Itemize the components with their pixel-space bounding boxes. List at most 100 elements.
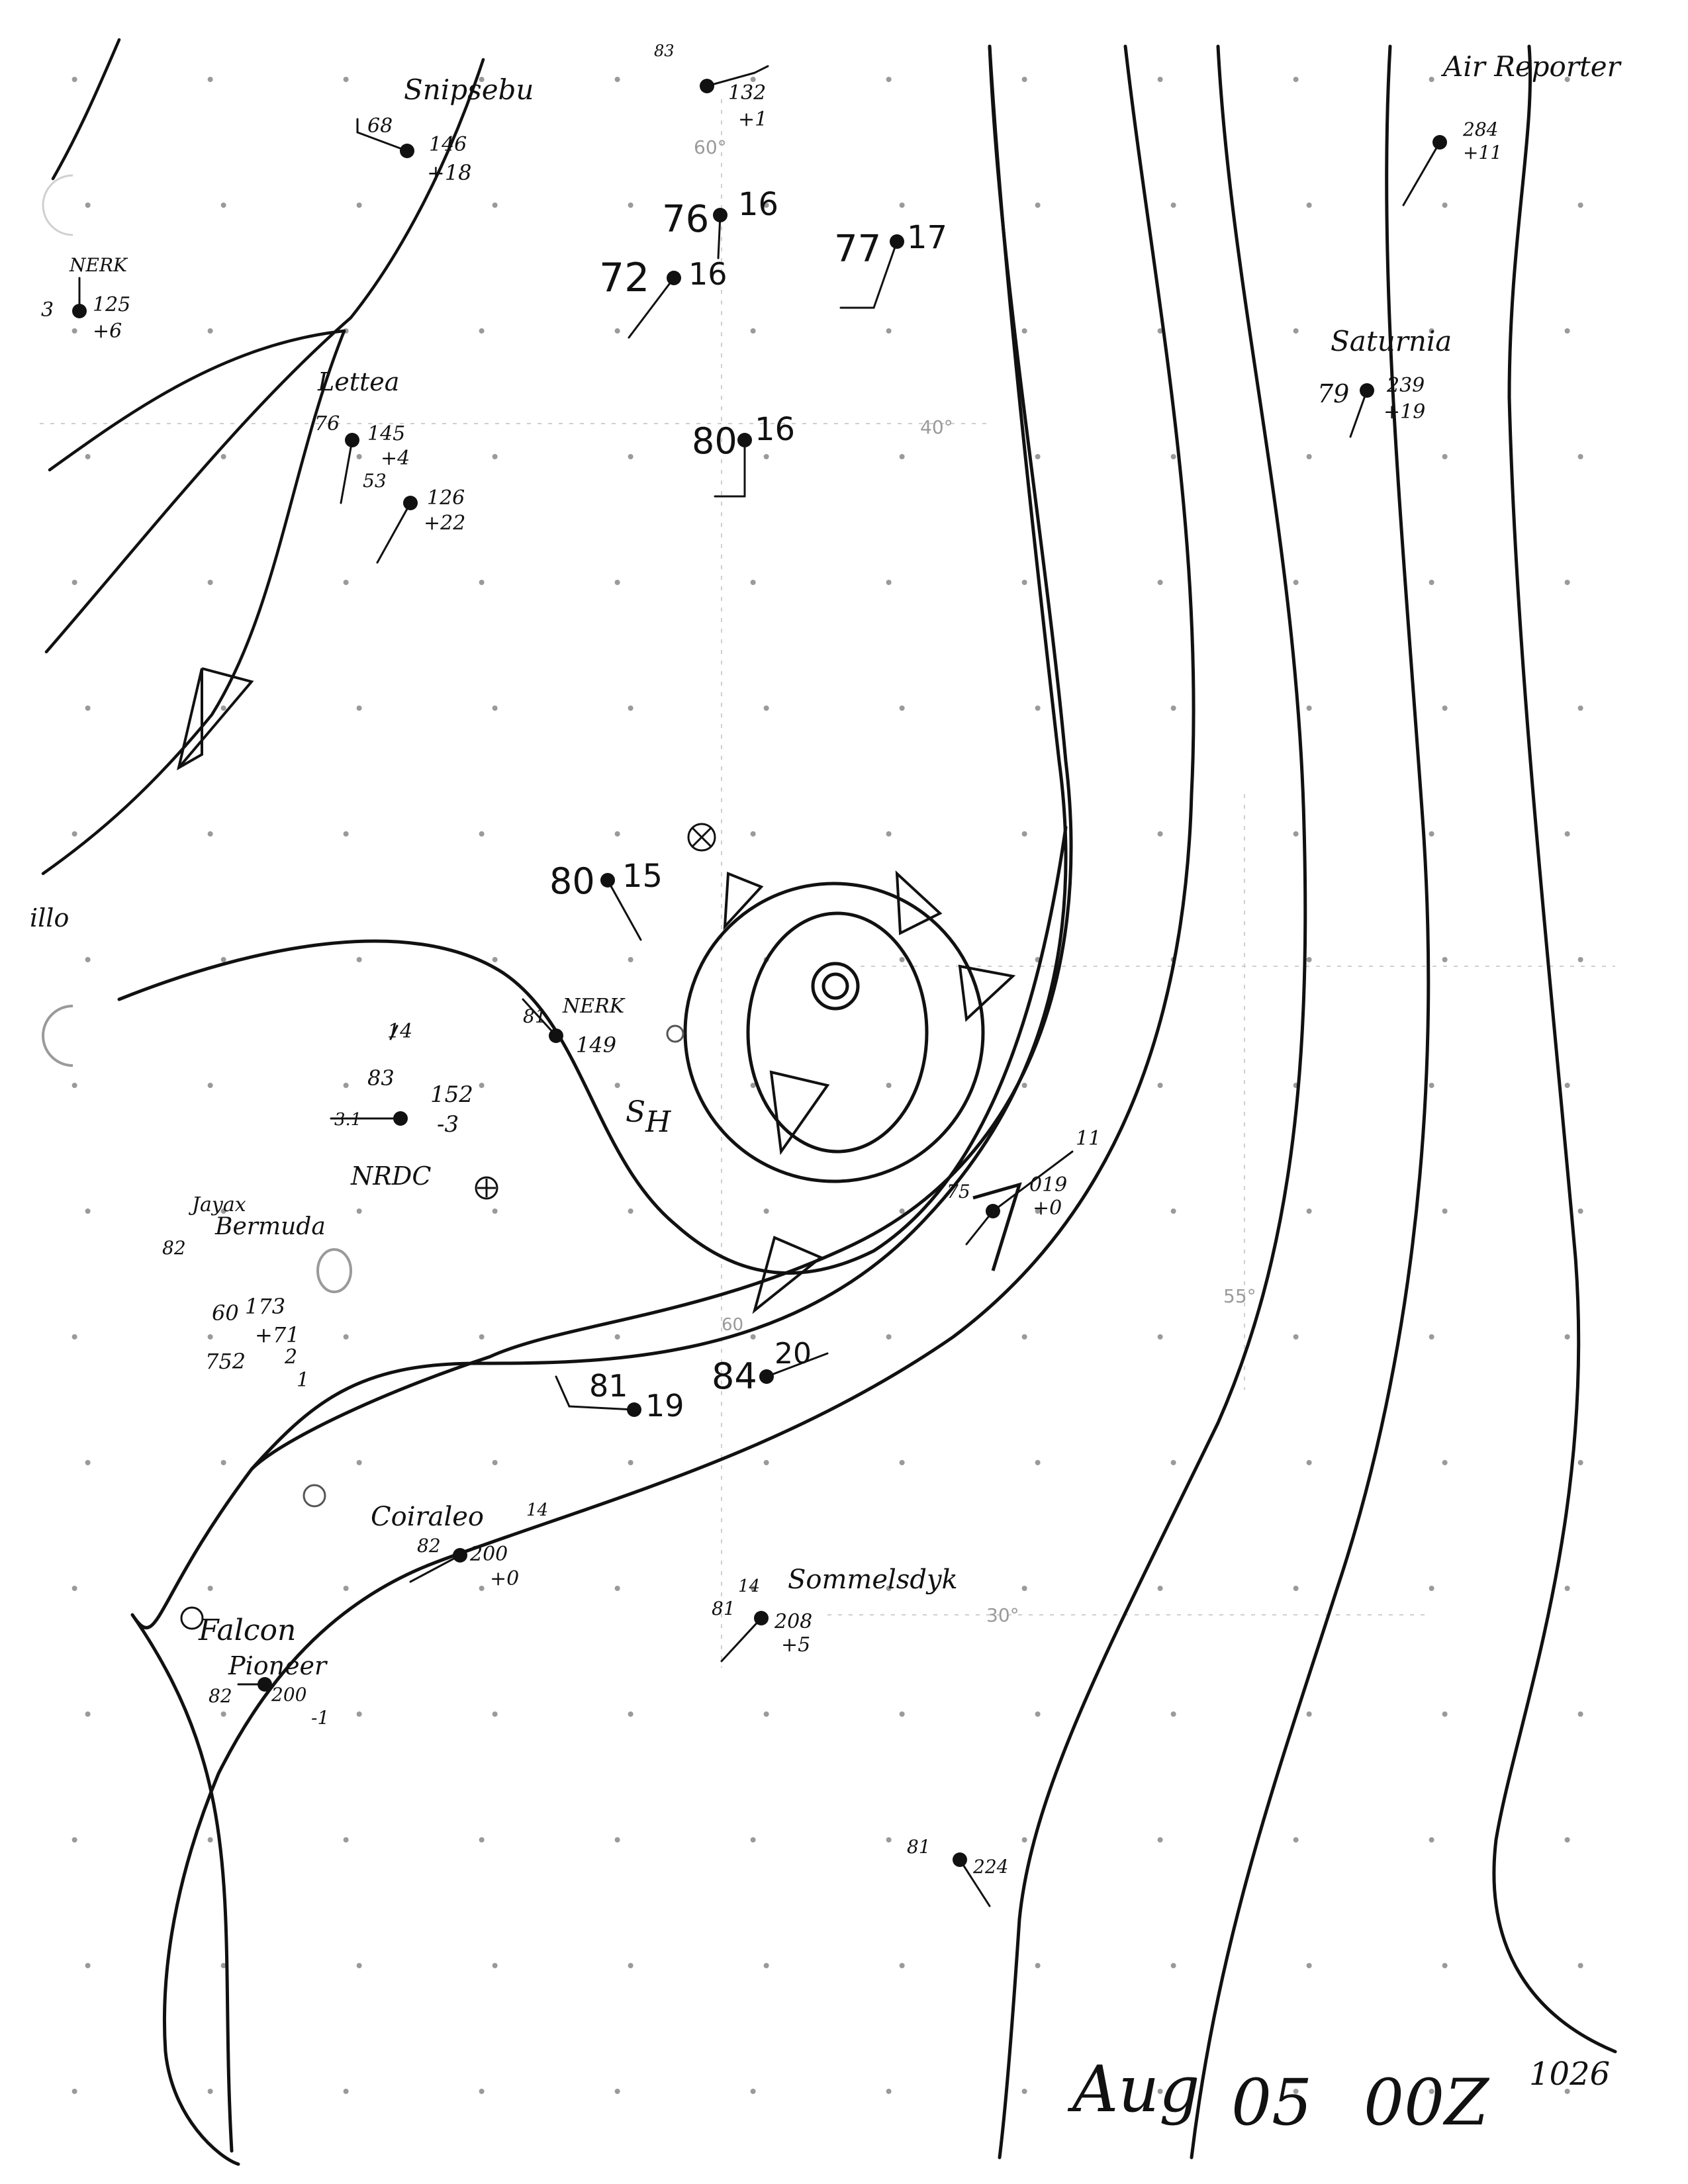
grid-dot	[71, 2089, 77, 2094]
wind-barb	[717, 214, 722, 259]
grid-dot	[1429, 1586, 1434, 1591]
obs-77-dew: 17	[907, 219, 947, 256]
grid-dot	[750, 831, 756, 837]
grid-dot	[1021, 328, 1027, 334]
binder-hole-middle	[42, 1005, 73, 1067]
isobar-circle-inner	[811, 962, 860, 1011]
grid-dot	[614, 1837, 620, 1843]
station-bermuda-dew: 60	[212, 1300, 239, 1326]
grid-dot	[479, 831, 485, 837]
obs-75-pressure: 019	[1029, 1173, 1067, 1197]
grid-dot	[1442, 957, 1448, 962]
station-lettea-name: Lettea	[317, 367, 399, 396]
grid-dot	[1021, 831, 1027, 837]
wind-barb	[992, 1150, 1074, 1212]
grid-dot	[1035, 1963, 1041, 1968]
grid-dot	[886, 328, 892, 334]
wind-barb	[389, 1024, 399, 1040]
grid-dot	[343, 1334, 349, 1340]
x-marker-line	[691, 827, 712, 848]
grid-dot	[207, 328, 213, 334]
grid-dot	[763, 705, 769, 711]
wind-barb	[356, 131, 408, 152]
grid-dot	[1293, 328, 1299, 334]
station-bermuda-upper: Jayax	[188, 1193, 246, 1216]
pennant-circle-right	[958, 964, 1016, 1023]
grid-dot	[1170, 1460, 1176, 1465]
grid-dot	[71, 1586, 77, 1591]
grid-dot	[1170, 1963, 1176, 1968]
station-nrdc-pressure: 152	[430, 1081, 473, 1108]
grid-dot	[1293, 831, 1299, 837]
station-bermuda-temp: 82	[162, 1237, 186, 1259]
grid-dot	[1429, 580, 1434, 585]
grid-lines	[40, 99, 1615, 1668]
station-top-temp: 83	[654, 42, 675, 60]
grid-dot	[1021, 1083, 1027, 1088]
station-saturnia-tendency: +19	[1383, 400, 1425, 424]
wind-barb	[1402, 141, 1441, 206]
grid-dot	[1035, 705, 1041, 711]
grid-dot	[1293, 77, 1299, 82]
map-date-day: 05	[1231, 2066, 1312, 2140]
station-air-reporter-tendency: +11	[1463, 142, 1502, 163]
obs-76-temp: 76	[662, 198, 709, 241]
grid-dot	[220, 1460, 226, 1465]
grid-dot	[1157, 1837, 1163, 1843]
grid-dot	[1157, 77, 1163, 82]
grid-dot	[1293, 2089, 1299, 2094]
grid-dot	[886, 580, 892, 585]
grid-dot	[1170, 1208, 1176, 1214]
isobar-outer-1	[130, 44, 1068, 2153]
wind-barb	[606, 879, 642, 941]
grid-dot	[750, 2089, 756, 2094]
grid-dot	[1306, 1711, 1312, 1717]
grid-dot	[492, 705, 498, 711]
grid-dot	[207, 1334, 213, 1340]
map-date-month: Aug	[1067, 2052, 1200, 2126]
grid-dot	[85, 203, 91, 208]
grid-dot	[750, 1837, 756, 1843]
left-edge-text: illo	[30, 903, 69, 933]
station-sommelsdyk-speed: 14	[738, 1576, 760, 1596]
wind-barb	[959, 1858, 991, 1907]
grid-dot	[750, 580, 756, 585]
grid-dot	[614, 580, 620, 585]
grid-dot	[479, 328, 485, 334]
wind-barb	[706, 71, 756, 87]
map-date-time: 00Z	[1364, 2066, 1490, 2140]
station-sommelsdyk-temp: 81	[712, 1598, 735, 1619]
grid-label-55: 55°	[1223, 1285, 1256, 1307]
front-pennant-1	[177, 668, 203, 771]
station-saturnia-temp: 79	[1317, 379, 1349, 408]
grid-dot	[356, 705, 362, 711]
center-markers	[180, 823, 716, 1630]
grid-dot	[763, 203, 769, 208]
grid-dot	[479, 580, 485, 585]
isobar-2	[162, 44, 1196, 2166]
grid-dot	[1021, 1334, 1027, 1340]
grid-dot	[1170, 705, 1176, 711]
station-bermuda-tendency: +71	[255, 1322, 300, 1347]
grid-dot	[899, 1460, 905, 1465]
grid-dot	[492, 957, 498, 962]
grid-dot	[492, 1208, 498, 1214]
grid-dot	[1157, 831, 1163, 837]
station-coiraleo-pressure: 200	[469, 1543, 508, 1566]
grid-dot	[1035, 454, 1041, 459]
grid-dot	[1442, 705, 1448, 711]
labels: Snipsebu 68 146 +18 83 132 +1 NERK 3 125…	[30, 42, 1622, 2140]
wind-barb	[753, 65, 769, 74]
station-nerk-top-pressure: 125	[93, 293, 130, 316]
grid-dot	[886, 1334, 892, 1340]
wind-barb	[522, 998, 557, 1037]
station-bermuda-lower1: 752	[205, 1349, 246, 1374]
station-lettea-pressure2: 126	[427, 486, 465, 510]
station-coiraleo-temp: 82	[417, 1535, 441, 1557]
obs-81-224-temp: 81	[907, 1836, 931, 1858]
grid-dot	[886, 831, 892, 837]
station-coiraleo-tendency: +0	[490, 1567, 519, 1590]
station-lettea-tendency2: +22	[424, 512, 465, 535]
grid-dot	[628, 957, 633, 962]
grid-dot	[750, 1334, 756, 1340]
